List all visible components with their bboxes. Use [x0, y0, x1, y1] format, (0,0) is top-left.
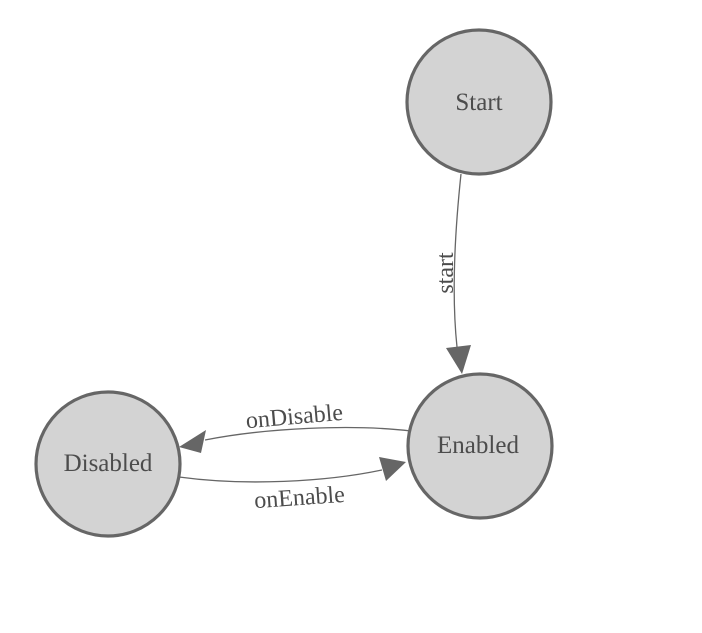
- edge-label-start: start: [433, 252, 459, 294]
- edge-start-to-enabled: [453, 173, 462, 348]
- node-start-label: Start: [455, 89, 502, 116]
- arrowhead-enabled-to-disabled: [179, 430, 206, 453]
- edge-label-ondisable: onDisable: [245, 400, 344, 434]
- arrowhead-start-to-enabled: [446, 345, 471, 374]
- node-start: [405, 28, 553, 176]
- edge-label-onenable: onEnable: [253, 482, 345, 514]
- node-enabled-label: Enabled: [437, 432, 519, 459]
- edge-disabled-to-enabled: [178, 469, 383, 483]
- arrowhead-disabled-to-enabled: [379, 457, 406, 481]
- node-disabled-label: Disabled: [64, 450, 153, 477]
- node-enabled: [406, 372, 554, 520]
- node-disabled: [34, 390, 182, 538]
- edge-enabled-to-disabled: [204, 426, 412, 441]
